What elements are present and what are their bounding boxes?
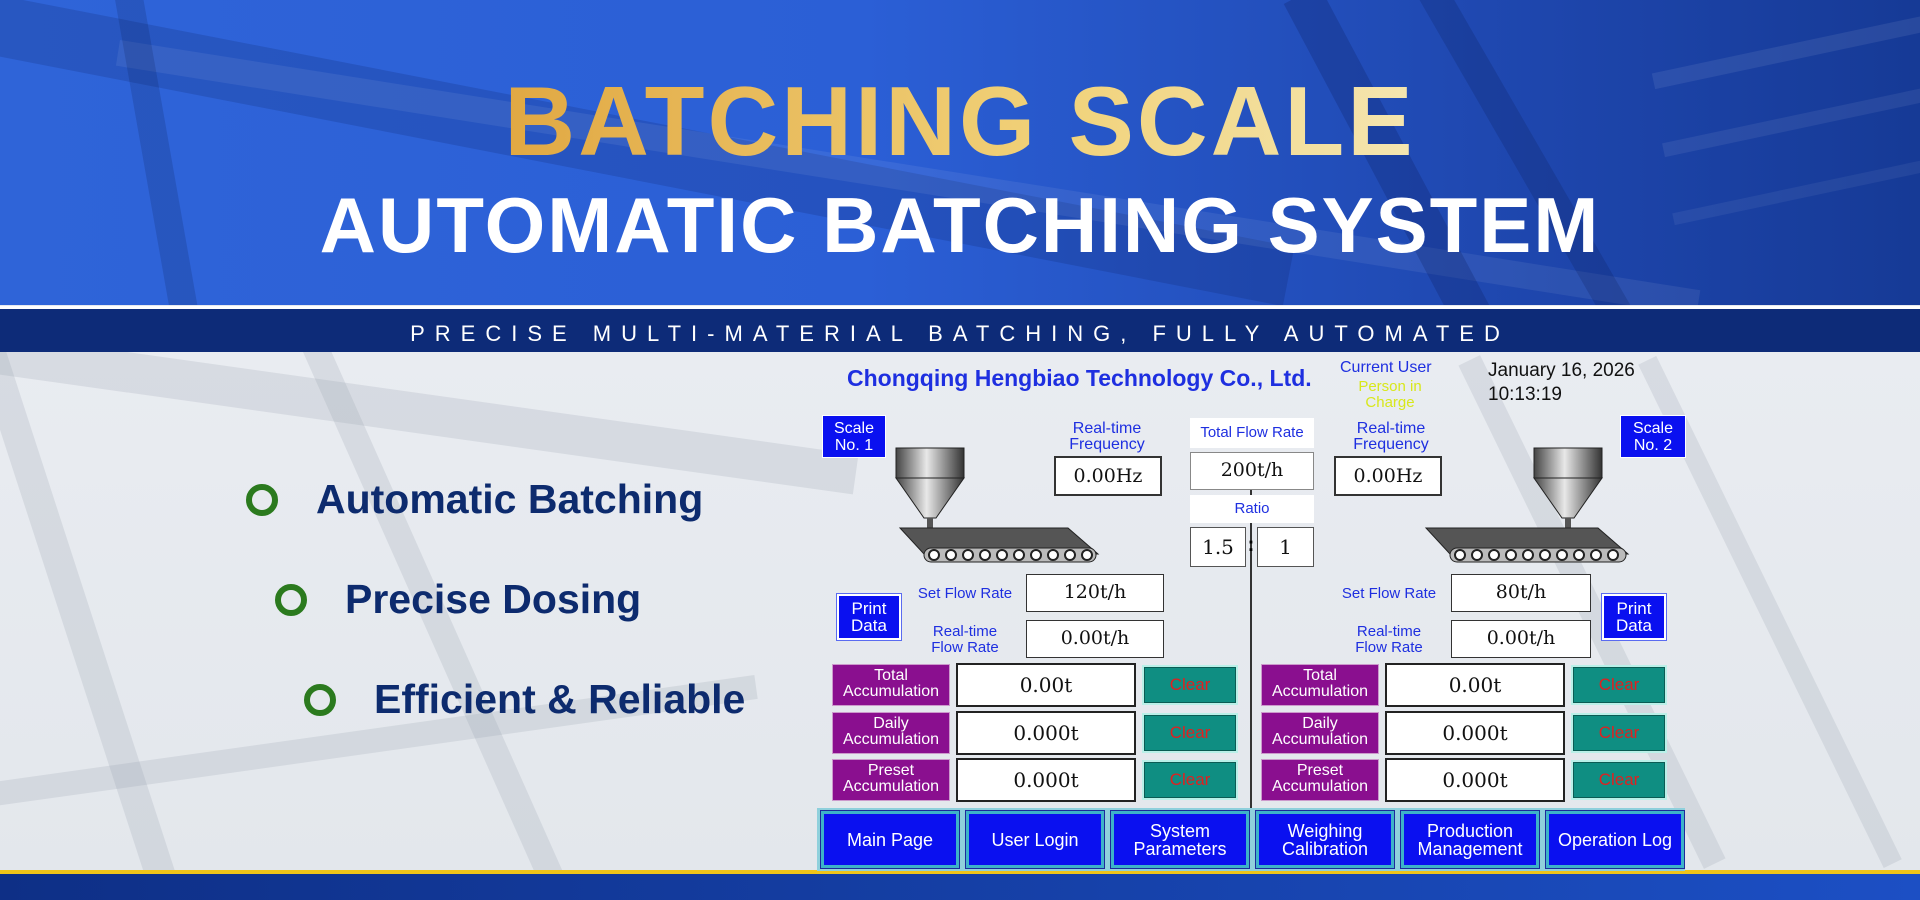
scale-2-set-flow-label: Set Flow Rate xyxy=(1341,585,1437,602)
current-user-value: Person in Charge xyxy=(1358,378,1422,411)
nav-operation-log-button[interactable]: Operation Log xyxy=(1545,810,1685,869)
circle-bullet-icon xyxy=(246,483,278,516)
company-name: Chongqing Hengbiao Technology Co., Ltd. xyxy=(847,365,1312,391)
banner-subtitle: AUTOMATIC BATCHING SYSTEM xyxy=(319,181,1601,269)
footer-bar xyxy=(0,870,1920,900)
scale-2-print-data-button[interactable]: Print Data xyxy=(1602,594,1666,640)
scale-2-frequency-value: 0.00Hz xyxy=(1334,456,1442,496)
nav-weighing-calibration-button[interactable]: Weighing Calibration xyxy=(1255,810,1395,869)
hopper-conveyor-1-icon xyxy=(895,447,1100,563)
feature-item: Efficient & Reliable xyxy=(304,676,745,723)
scale-1-set-flow-input[interactable]: 120t/h xyxy=(1026,574,1164,612)
nav-bar xyxy=(817,808,1685,871)
scale-2-tag: Scale No. 2 xyxy=(1620,415,1686,458)
nav-production-management-button[interactable]: Production Management xyxy=(1400,810,1540,869)
scale-1-set-flow-label: Set Flow Rate xyxy=(917,585,1013,602)
scale-2-realtime-flow-value: 0.00t/h xyxy=(1451,620,1591,658)
bg-beam xyxy=(0,352,859,495)
tagline-bar: PRECISE MULTI-MATERIAL BATCHING, FULLY A… xyxy=(0,306,1920,352)
feature-item: Automatic Batching xyxy=(246,476,703,523)
feature-label: Precise Dosing xyxy=(345,576,642,622)
scale-2-total-accumulation-label: Total Accumulation xyxy=(1261,664,1379,706)
scale-2-daily-clear-button[interactable]: Clear xyxy=(1571,713,1667,753)
scale-2-preset-accumulation-label: Preset Accumulation xyxy=(1261,759,1379,801)
scale-1-frequency-value: 0.00Hz xyxy=(1054,456,1162,496)
nav-main-page-button[interactable]: Main Page xyxy=(820,810,960,869)
banner-title: BATCHING SCALE xyxy=(0,72,1920,170)
scale-2-preset-clear-button[interactable]: Clear xyxy=(1571,760,1667,800)
scale-1-preset-clear-button[interactable]: Clear xyxy=(1142,760,1238,800)
ratio-colon: : xyxy=(1247,534,1255,556)
scale-1-tag: Scale No. 1 xyxy=(822,415,886,458)
scale-2-daily-accumulation-value: 0.000t xyxy=(1385,711,1565,755)
panel-divider xyxy=(1250,480,1252,810)
scale-2-realtime-flow-label: Real-time Flow Rate xyxy=(1355,623,1423,656)
total-flow-rate-value: 200t/h xyxy=(1190,452,1314,490)
scale-1-print-data-button[interactable]: Print Data xyxy=(837,594,901,640)
scale-1-daily-accumulation-label: Daily Accumulation xyxy=(832,712,950,754)
scale-2-total-clear-button[interactable]: Clear xyxy=(1571,665,1667,705)
scale-1-total-accumulation-label: Total Accumulation xyxy=(832,664,950,706)
feature-label: Automatic Batching xyxy=(316,476,704,522)
tagline-text: PRECISE MULTI-MATERIAL BATCHING, FULLY A… xyxy=(410,321,1510,346)
header-banner: BATCHING SCALE AUTOMATIC BATCHING SYSTEM xyxy=(0,0,1920,305)
total-flow-rate-label: Total Flow Rate xyxy=(1190,418,1314,448)
current-user-label: Current User xyxy=(1340,359,1432,376)
scale-1-realtime-flow-label: Real-time Flow Rate xyxy=(931,623,999,656)
scale-1-daily-clear-button[interactable]: Clear xyxy=(1142,713,1238,753)
circle-bullet-icon xyxy=(275,583,307,616)
date-display: January 16, 2026 xyxy=(1488,360,1635,381)
scale-1-preset-accumulation-label: Preset Accumulation xyxy=(832,759,950,801)
scale-1-daily-accumulation-value: 0.000t xyxy=(956,711,1136,755)
scale-2-preset-accumulation-value: 0.000t xyxy=(1385,758,1565,802)
feature-label: Efficient & Reliable xyxy=(374,676,746,722)
scale-1-realtime-flow-value: 0.00t/h xyxy=(1026,620,1164,658)
ratio-left-input[interactable]: 1.5 xyxy=(1190,527,1246,567)
scale-2-daily-accumulation-label: Daily Accumulation xyxy=(1261,712,1379,754)
scale-1-total-accumulation-value: 0.00t xyxy=(956,663,1136,707)
time-display: 10:13:19 xyxy=(1488,384,1562,405)
scale-2-frequency-label: Real-time Frequency xyxy=(1353,420,1429,453)
circle-bullet-icon xyxy=(304,683,336,716)
scale-1-preset-accumulation-value: 0.000t xyxy=(956,758,1136,802)
hopper-conveyor-2-icon xyxy=(1424,447,1630,563)
scale-2-total-accumulation-value: 0.00t xyxy=(1385,663,1565,707)
ratio-right-input[interactable]: 1 xyxy=(1257,527,1314,567)
ratio-label: Ratio xyxy=(1190,495,1314,523)
scale-1-frequency-label: Real-time Frequency xyxy=(1069,420,1145,453)
feature-item: Precise Dosing xyxy=(275,576,641,623)
scale-2-set-flow-input[interactable]: 80t/h xyxy=(1451,574,1591,612)
nav-user-login-button[interactable]: User Login xyxy=(965,810,1105,869)
nav-system-parameters-button[interactable]: System Parameters xyxy=(1110,810,1250,869)
scale-1-total-clear-button[interactable]: Clear xyxy=(1142,665,1238,705)
